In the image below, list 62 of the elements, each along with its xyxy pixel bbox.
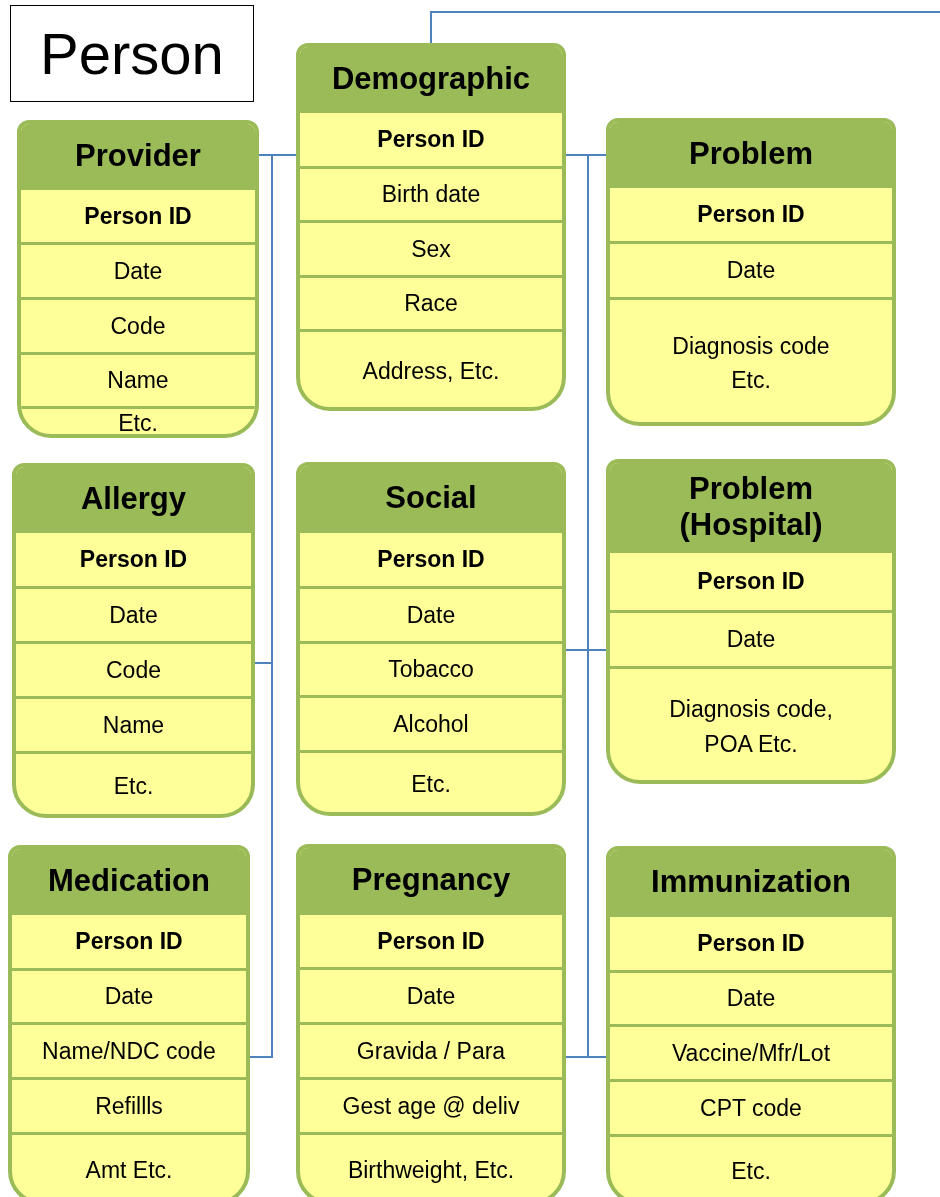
entity-table <box>12 463 255 818</box>
table-cell-text: Person ID <box>84 201 192 231</box>
table-cell-text: Date <box>406 981 456 1011</box>
table-cell-text: Etc. <box>411 770 451 800</box>
table-cell-text: Race <box>404 289 458 319</box>
table-title: Problem (Hospital) <box>678 470 824 543</box>
table-cell-text: Date <box>104 982 154 1012</box>
table-cell-text: Person ID <box>697 929 805 959</box>
table-title: Problem <box>689 135 813 172</box>
table-title: Immunization <box>651 864 851 900</box>
table-title: Medication <box>48 862 210 899</box>
table-cell-text: Gravida / Para <box>356 1036 506 1066</box>
table-cell-text: Code <box>106 655 161 685</box>
table-cell-text: Date <box>726 984 776 1014</box>
table-cell-text: Date <box>726 625 776 655</box>
table-title: Demographic <box>331 60 531 97</box>
table-cell-text: Date <box>109 600 158 630</box>
table-cell-text: Name/NDC code <box>42 1036 216 1066</box>
table-cell-text: Person ID <box>79 545 188 575</box>
table-cell-text: Date <box>113 256 163 286</box>
table-cell-text: Etc. <box>731 1156 771 1186</box>
table-cell-text: Tobacco <box>388 655 474 685</box>
entity-table <box>606 846 896 1197</box>
table-cell-text: Alcohol <box>393 709 469 739</box>
table-cell-text: Address, Etc. <box>362 357 500 387</box>
table-title: Provider <box>75 137 201 174</box>
entity-table <box>606 118 896 426</box>
table-cell-text: Date <box>726 256 776 286</box>
table-cell-text: Gest age @ deliv <box>342 1091 520 1121</box>
table-cell-text: Diagnosis code, POA Etc. <box>668 695 834 759</box>
table-cell-text: Amt Etc. <box>85 1155 173 1185</box>
table-title: Pregnancy <box>351 862 511 898</box>
box-label: Person <box>40 20 224 87</box>
table-cell-text: Name <box>102 710 165 740</box>
table-cell-text: Name <box>107 366 169 396</box>
table-cell-text: Person ID <box>697 567 805 597</box>
table-cell-text: Etc. <box>113 771 154 801</box>
table-cell-text: Birthweight, Etc. <box>347 1155 515 1185</box>
table-cell-text: Person ID <box>377 545 485 575</box>
entity-table <box>606 459 896 784</box>
table-cell-text: Etc. <box>118 409 158 434</box>
entity-table <box>17 120 259 438</box>
table-cell-text: Person ID <box>377 926 485 956</box>
table-cell-text: CPT code <box>700 1093 802 1123</box>
table-cell-text: Birth date <box>381 180 481 210</box>
title-box <box>10 5 254 102</box>
table-cell-text: Refillls <box>95 1091 163 1121</box>
connector-line <box>430 11 940 44</box>
table-cell-text: Vaccine/Mfr/Lot <box>671 1038 831 1068</box>
entity-table <box>296 43 566 411</box>
entity-table <box>296 462 566 816</box>
table-title: Social <box>385 480 477 516</box>
table-cell-text: Diagnosis code Etc. <box>671 331 831 395</box>
entity-table <box>296 844 566 1197</box>
table-title: Allergy <box>80 480 187 517</box>
table-cell-text: Person ID <box>377 125 485 155</box>
table-cell-text: Sex <box>411 234 451 264</box>
table-cell-text: Person ID <box>697 200 805 230</box>
entity-table <box>8 845 250 1197</box>
table-cell-text: Person ID <box>75 927 183 957</box>
table-cell-text: Date <box>406 600 456 630</box>
table-cell-text: Code <box>110 311 166 341</box>
